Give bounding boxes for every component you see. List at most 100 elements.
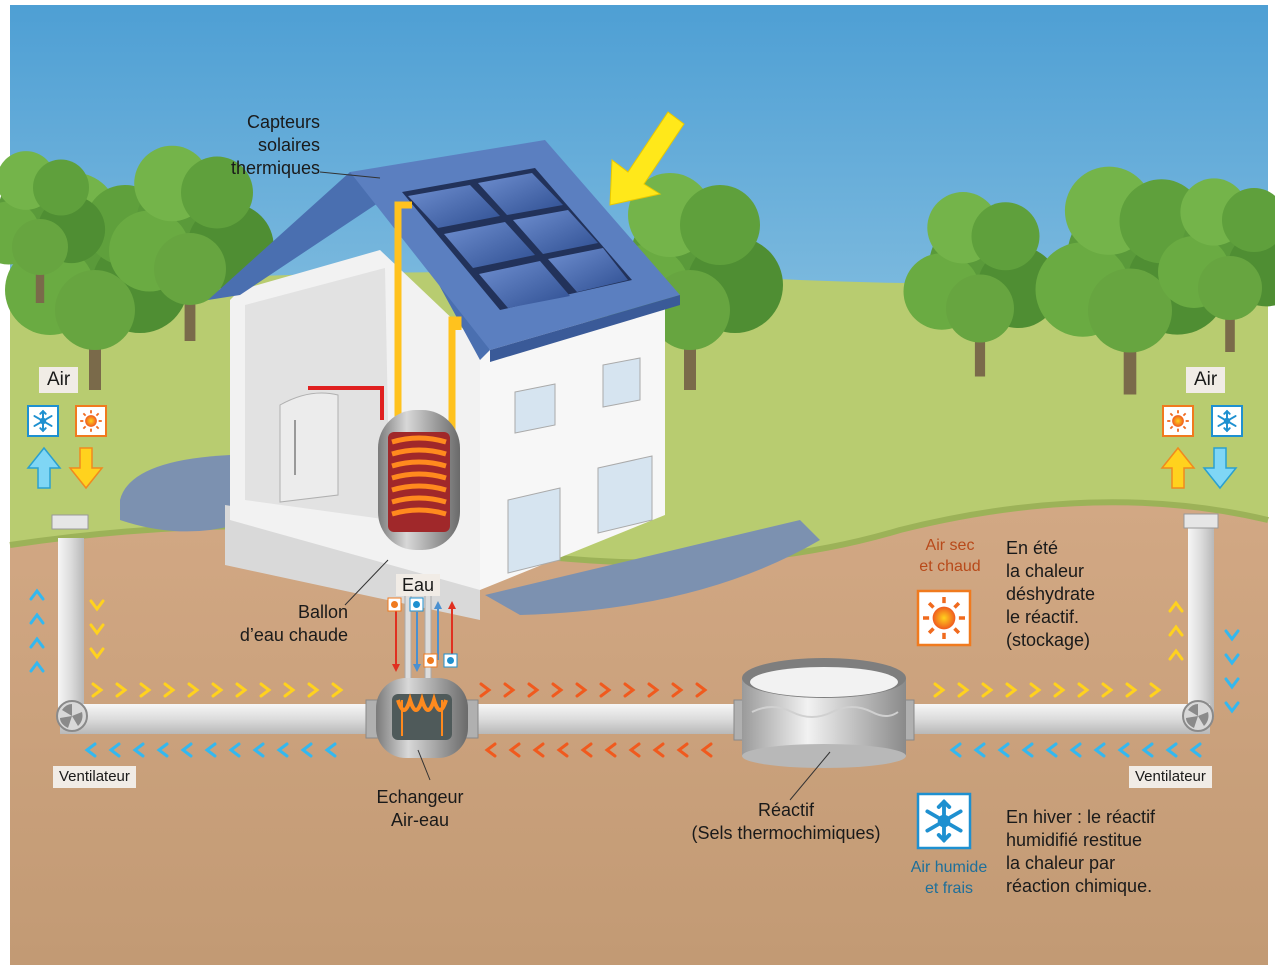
reactor-drum <box>733 658 915 768</box>
label-air-sec: Air sec et chaud <box>919 537 981 575</box>
flow-arrow-icon <box>283 682 296 698</box>
flow-arrow-icon <box>89 599 105 612</box>
flow-arrow-icon <box>647 682 660 698</box>
flow-arrow-icon <box>29 612 45 625</box>
flow-arrow-icon <box>1005 682 1018 698</box>
label-ventilateur-left: Ventilateur <box>53 766 136 788</box>
flow-arrow-icon <box>580 742 593 758</box>
flow-arrow-icon <box>1045 742 1058 758</box>
air-duct <box>51 513 1219 734</box>
flow-arrow-icon <box>276 742 289 758</box>
flow-arrow-icon <box>508 742 521 758</box>
sun-icon <box>75 405 107 437</box>
flow-arrow-icon <box>1125 682 1138 698</box>
flow-arrow-icon <box>1077 682 1090 698</box>
flow-arrow-icon <box>479 682 492 698</box>
flow-arrow-icon <box>1224 629 1240 642</box>
flow-arrow-icon <box>91 682 104 698</box>
sunlight-arrow <box>609 111 685 206</box>
leader-lines <box>319 171 831 801</box>
flow-arrow-icon <box>1224 653 1240 666</box>
label-reactif: Réactif (Sels thermochimiques) <box>691 800 881 843</box>
air-arrows-right <box>1160 446 1238 490</box>
flow-arrow-icon <box>1101 682 1114 698</box>
flow-arrow-icon <box>949 742 962 758</box>
flow-arrow-icon <box>300 742 313 758</box>
flow-arrow-icon <box>652 742 665 758</box>
air-water-exchanger <box>365 678 479 758</box>
flow-arrow-icon <box>527 682 540 698</box>
flow-arrow-icon <box>29 636 45 649</box>
fan-right <box>1182 700 1214 732</box>
label-eau: Eau <box>396 574 441 596</box>
flow-arrow-icon <box>623 682 636 698</box>
flow-arrow-icon <box>204 742 217 758</box>
flow-arrow-icon <box>1149 682 1162 698</box>
hot-water-tank <box>378 410 460 550</box>
solar-pipe-2 <box>448 316 462 430</box>
flow-arrow-icon <box>1168 600 1184 613</box>
label-echangeur: Echangeur Air-eau <box>376 787 464 830</box>
solar-pipe <box>394 201 412 430</box>
flow-arrow-icon <box>132 742 145 758</box>
hot-water-pipe <box>308 386 384 420</box>
snowflake-icon <box>27 405 59 437</box>
label-air-left: Air <box>39 367 79 393</box>
flow-arrow-icon <box>163 682 176 698</box>
flow-arrow-icon <box>503 682 516 698</box>
snowflake-icon <box>916 792 972 850</box>
flow-arrow-icon <box>89 623 105 636</box>
flow-arrow-icon <box>139 682 152 698</box>
air-arrows-left <box>26 446 104 490</box>
label-ete: En été la chaleur déshydrate le réactif.… <box>1006 538 1096 650</box>
flow-arrow-icon <box>981 682 994 698</box>
flow-arrow-icon <box>628 742 641 758</box>
label-air-right: Air <box>1186 367 1226 393</box>
flow-arrow-icon <box>1069 742 1082 758</box>
flow-arrow-icon <box>700 742 713 758</box>
label-ballon: Ballon d’eau chaude <box>239 602 348 645</box>
flow-arrow-icon <box>1021 742 1034 758</box>
flow-arrow-icon <box>997 742 1010 758</box>
flow-arrow-icon <box>1224 677 1240 690</box>
label-air-humide: Air humide et frais <box>910 859 988 897</box>
flow-arrow-icon <box>180 742 193 758</box>
flow-arrow-icon <box>1029 682 1042 698</box>
label-ventilateur-right: Ventilateur <box>1129 766 1212 788</box>
flow-arrow-icon <box>89 647 105 660</box>
sun-icon <box>916 589 972 647</box>
flow-arrow-icon <box>676 742 689 758</box>
flow-arrow-icon <box>695 682 708 698</box>
flow-arrow-icon <box>551 682 564 698</box>
flow-arrow-icon <box>211 682 224 698</box>
fan-left <box>56 700 88 732</box>
flow-arrow-icon <box>575 682 588 698</box>
flow-arrow-icon <box>115 682 128 698</box>
flow-arrow-icon <box>259 682 272 698</box>
flow-arrow-icon <box>1168 648 1184 661</box>
flow-arrow-icon <box>29 660 45 673</box>
flow-arrow-icon <box>307 682 320 698</box>
flow-arrow-icon <box>671 682 684 698</box>
flow-arrow-icon <box>1224 701 1240 714</box>
flow-arrow-icon <box>156 742 169 758</box>
flow-arrow-icon <box>933 682 946 698</box>
flow-arrow-icon <box>556 742 569 758</box>
flow-arrow-icon <box>108 742 121 758</box>
flow-arrow-icon <box>228 742 241 758</box>
flow-arrow-icon <box>1168 624 1184 637</box>
flow-arrow-icon <box>973 742 986 758</box>
flow-arrow-icon <box>1117 742 1130 758</box>
flow-arrow-icon <box>1053 682 1066 698</box>
left-terrace <box>120 455 235 532</box>
flow-arrow-icon <box>29 588 45 601</box>
flow-arrow-icon <box>331 682 344 698</box>
flow-arrow-icon <box>187 682 200 698</box>
flow-arrow-icon <box>599 682 612 698</box>
label-hiver: En hiver : le réactif humidifié restitue… <box>1006 807 1156 896</box>
mini-badges <box>387 597 458 668</box>
flow-arrow-icon <box>957 682 970 698</box>
flow-arrow-icon <box>235 682 248 698</box>
flow-arrow-icon <box>1141 742 1154 758</box>
